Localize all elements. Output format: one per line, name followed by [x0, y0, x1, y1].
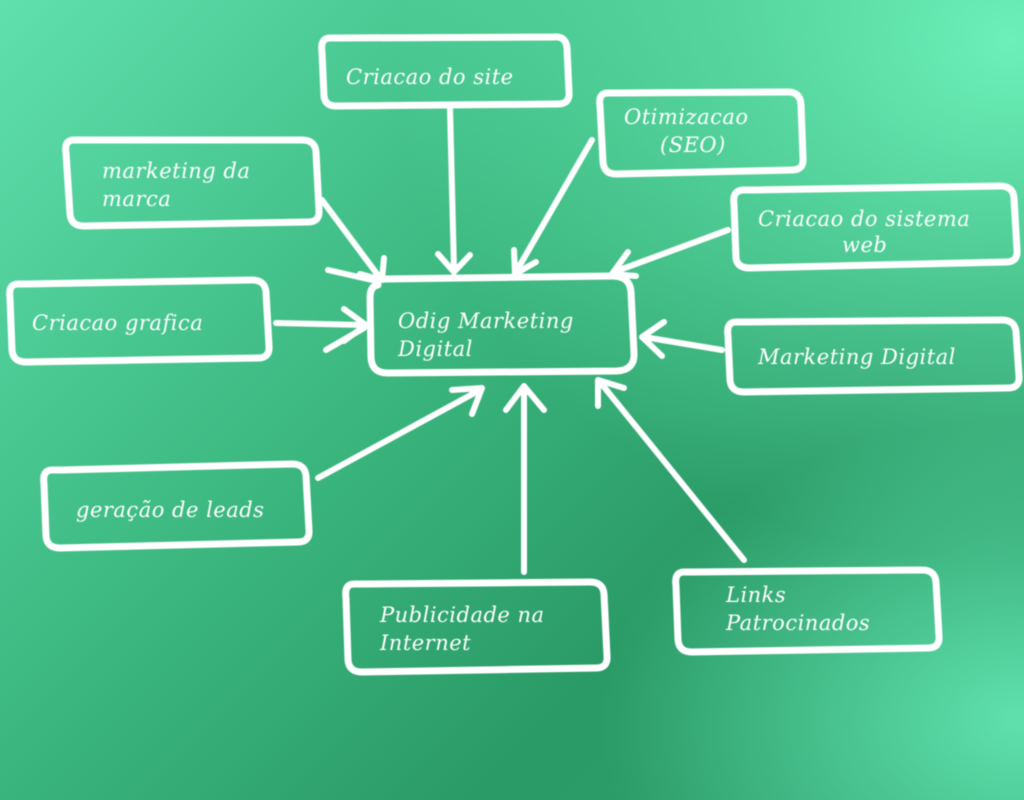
node-criacao-site: Criacao do site [318, 33, 573, 275]
node-criacao-grafica: Criacao grafica [6, 276, 369, 366]
svg-text:Marketing Digital: Marketing Digital [757, 345, 956, 369]
node-links-line-1: Links [725, 583, 786, 607]
svg-text:Odig Marketing Digital: Odig Marketing Digital [397, 309, 581, 361]
node-criacao-site-line-1: Criacao do site [346, 65, 514, 89]
node-links-line-2: Patrocinados [725, 611, 870, 635]
node-otimizacao: Otimizacao (SEO) [511, 88, 807, 277]
node-criacao-site-box [318, 33, 573, 110]
svg-text:marketing da marca: marketing da marca [102, 159, 258, 211]
node-otimizacao-line-1: Otimizacao [624, 105, 749, 129]
svg-text:Otimizacao (SEO): Otimizacao (SEO) [624, 105, 756, 157]
svg-text:geração de leads: geração de leads [76, 498, 264, 522]
node-otimizacao-box [596, 88, 807, 178]
node-sistema-web-line-2: web [842, 233, 887, 257]
node-publicidade: Publicidade na Internet [342, 383, 611, 676]
node-marketing-digital: Marketing Digital [639, 316, 1023, 396]
svg-text:Criacao do sistema web: Criacao do sistema web [758, 207, 977, 257]
node-links: Links Patrocinados [595, 377, 943, 656]
arrow-links [595, 377, 747, 563]
node-marketing-marca-line-2: marca [102, 187, 171, 211]
node-marketing-marca-line-1: marketing da [102, 159, 250, 183]
node-publicidade-line-2: Internet [379, 631, 471, 655]
node-geracao-leads: geração de leads [40, 385, 485, 552]
node-sistema-web-box [730, 182, 1021, 272]
arrow-publicidade [503, 383, 547, 575]
arrow-criacao-grafica [273, 306, 369, 353]
node-publicidade-line-1: Publicidade na [379, 603, 545, 627]
arrow-otimizacao [511, 137, 595, 277]
node-criacao-grafica-box [6, 276, 273, 366]
node-marketing-digital-box [724, 316, 1023, 396]
center-node-line-1: Odig Marketing [398, 309, 574, 333]
arrow-marketing-marca [319, 197, 387, 283]
node-links-box [672, 566, 943, 656]
arrow-marketing-digital [639, 319, 725, 359]
node-marketing-marca-box [62, 136, 323, 230]
node-geracao-leads-line-1: geração de leads [76, 498, 264, 522]
node-sistema-web: Criacao do sistema web [609, 182, 1021, 279]
node-geracao-leads-box [40, 460, 313, 552]
arrow-criacao-site [435, 105, 473, 275]
svg-text:Criacao grafica: Criacao grafica [32, 311, 203, 335]
arrow-sistema-web [609, 227, 731, 279]
center-node: Odig Marketing Digital [366, 272, 638, 377]
node-marketing-marca: marketing da marca [62, 136, 387, 283]
center-node-line-2: Digital [397, 337, 473, 361]
arrow-geracao-leads [315, 385, 485, 481]
node-criacao-grafica-line-1: Criacao grafica [32, 311, 203, 335]
node-publicidade-box [342, 578, 611, 676]
node-otimizacao-line-2: (SEO) [660, 133, 726, 157]
svg-text:Publicidade na Interne: Publicidade na Internet [379, 603, 552, 655]
svg-text:Links Patrocinados: Links Patrocinados [725, 583, 870, 635]
node-sistema-web-line-1: Criacao do sistema [758, 207, 970, 231]
node-marketing-digital-line-1: Marketing Digital [757, 345, 956, 369]
svg-text:Criacao do site: Criacao do site [346, 65, 514, 89]
